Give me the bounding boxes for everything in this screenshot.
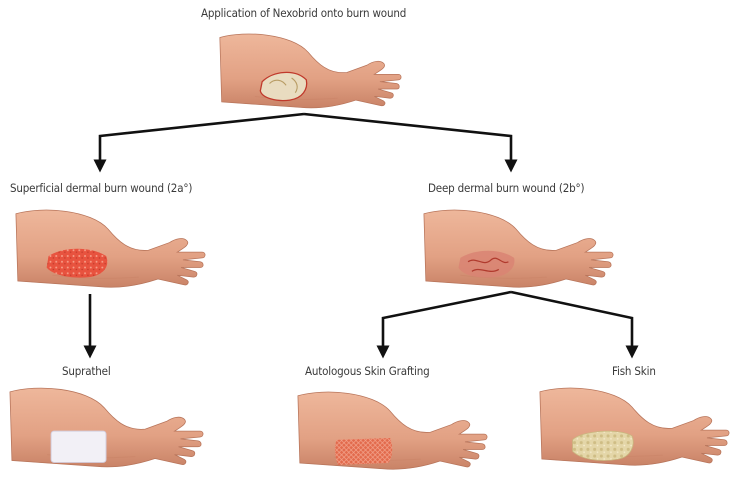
arrow-deep-to-fish bbox=[510, 290, 639, 359]
arm-suprathel-illustration bbox=[9, 387, 204, 468]
label-suprathel: Suprathel bbox=[62, 364, 111, 378]
skin-graft bbox=[335, 438, 393, 465]
label-autologous-skin-grafting: Autologous Skin Grafting bbox=[305, 364, 430, 378]
arm-nexobrid-illustration bbox=[219, 33, 402, 109]
suprathel-dressing bbox=[50, 430, 107, 463]
deep-wound bbox=[458, 250, 515, 278]
arrow-deep-to-autologous bbox=[376, 290, 512, 359]
superficial-wound bbox=[46, 248, 108, 278]
arm-superficial-burn-illustration bbox=[15, 209, 206, 288]
nexobrid-gel bbox=[259, 71, 308, 102]
connector-arrows bbox=[83, 112, 639, 359]
fish-skin-patch bbox=[572, 430, 634, 461]
label-application-nexobrid: Application of Nexobrid onto burn wound bbox=[201, 6, 407, 20]
arm-autologous-graft-illustration bbox=[297, 391, 488, 470]
arrow-top-to-superficial bbox=[93, 112, 305, 173]
arm-deep-burn-illustration bbox=[423, 209, 614, 288]
label-fish-skin: Fish Skin bbox=[612, 364, 656, 378]
arrow-top-to-deep bbox=[303, 112, 518, 173]
label-superficial-dermal-burn: Superficial dermal burn wound (2a°) bbox=[10, 181, 193, 195]
label-deep-dermal-burn: Deep dermal burn wound (2b°) bbox=[428, 181, 585, 195]
arm-fish-skin-illustration bbox=[539, 387, 730, 466]
